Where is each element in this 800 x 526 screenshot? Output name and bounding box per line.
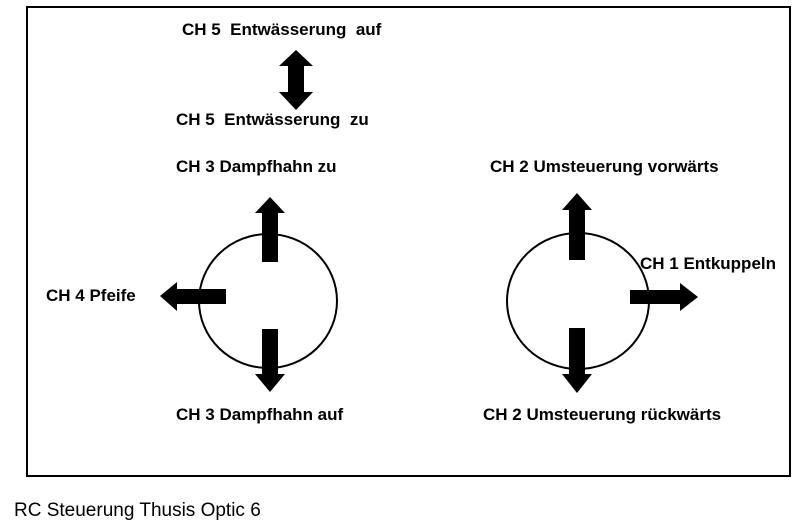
left-stick-left-arrow-icon	[160, 282, 226, 311]
label-ch4: CH 4 Pfeife	[46, 286, 136, 305]
right-stick-up-arrow-icon	[562, 193, 592, 260]
diagram-frame	[26, 6, 791, 477]
caption: RC Steuerung Thusis Optic 6	[14, 500, 261, 521]
right-stick-down-arrow-icon	[562, 328, 592, 393]
label-ch1: CH 1 Entkuppeln	[640, 254, 777, 273]
label-ch5-open: CH 5 Entwässerung auf	[182, 20, 382, 39]
label-ch2-reverse: CH 2 Umsteuerung rückwärts	[483, 405, 722, 424]
label-ch2-forward: CH 2 Umsteuerung vorwärts	[490, 157, 719, 176]
left-stick-up-arrow-icon	[255, 197, 285, 262]
right-stick-right-arrow-icon	[630, 283, 698, 311]
ch5-double-arrow-icon	[279, 50, 313, 110]
label-ch3-open: CH 3 Dampfhahn auf	[176, 405, 344, 424]
left-stick-down-arrow-icon	[255, 329, 285, 392]
label-ch5-close: CH 5 Entwässerung zu	[176, 110, 369, 129]
label-ch3-close: CH 3 Dampfhahn zu	[176, 157, 337, 176]
